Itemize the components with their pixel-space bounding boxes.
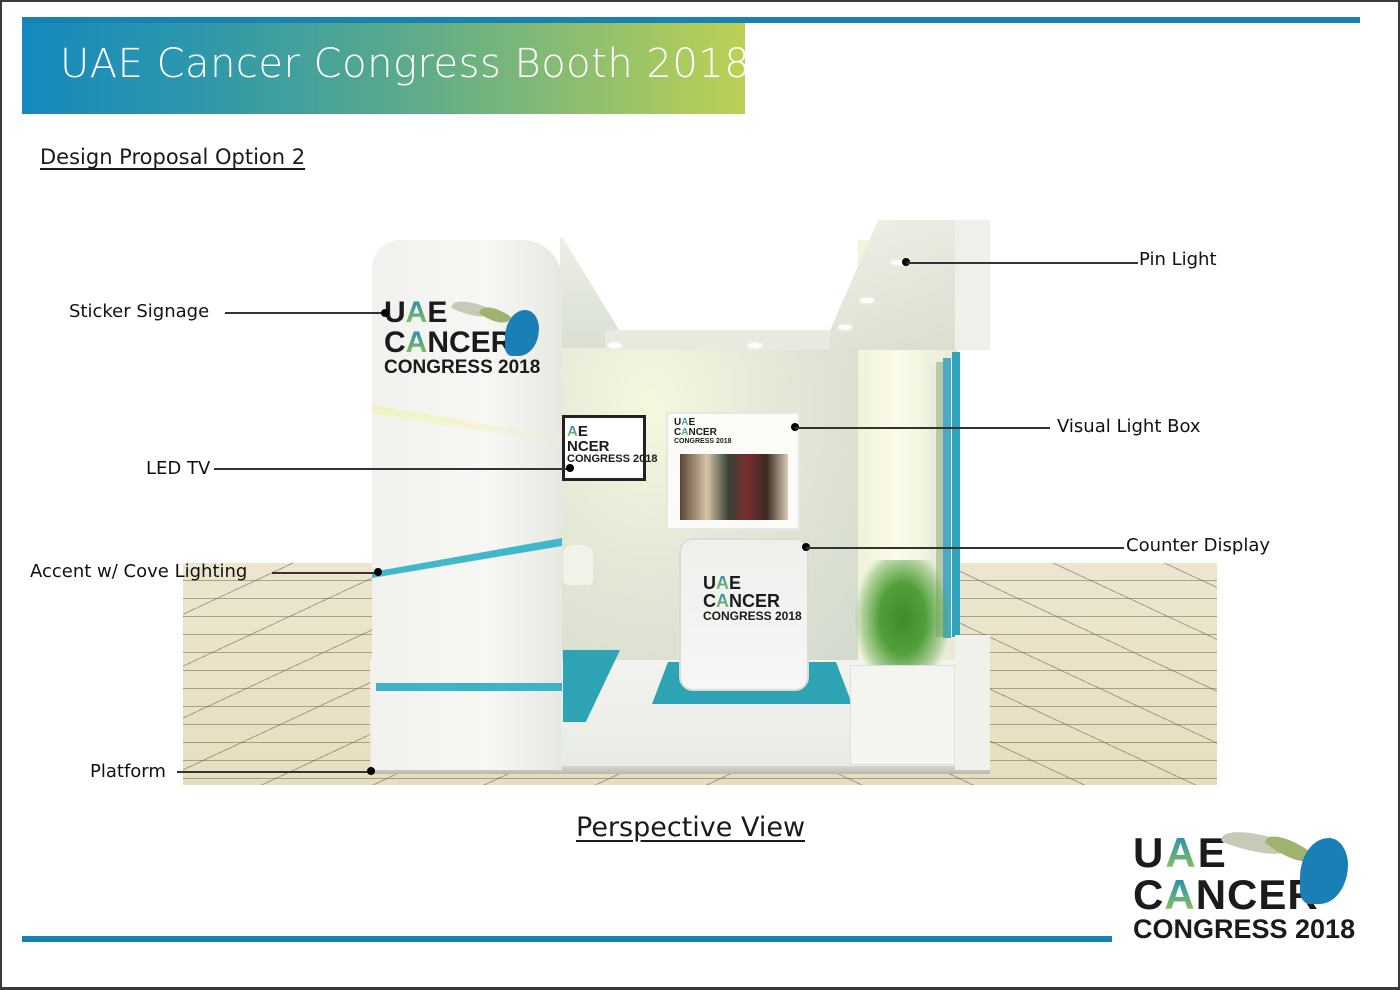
- callout-marker: [374, 568, 382, 576]
- callout-marker: [566, 464, 574, 472]
- planter-box: [850, 665, 955, 765]
- counter-display: UAE CANCER CONGRESS 2018: [679, 538, 809, 691]
- ceiling-soffit: [605, 330, 865, 350]
- callout-platform: Platform: [90, 761, 166, 782]
- leader-line: [177, 771, 372, 773]
- leader-line: [906, 262, 1138, 264]
- lightbox-photo: [680, 454, 788, 520]
- perspective-view-caption: Perspective View: [576, 812, 806, 843]
- sticker-signage-logo: UAE CANCER CONGRESS 2018: [384, 296, 541, 378]
- leader-line: [225, 312, 385, 314]
- title-banner: UAE Cancer Congress Booth 2018: [22, 23, 750, 114]
- lightbox-logo: UAE CANCER CONGRESS 2018: [674, 417, 732, 446]
- callout-sticker-signage: Sticker Signage: [69, 301, 210, 322]
- design-option-subtitle: Design Proposal Option 2: [40, 145, 306, 169]
- platform-edge: [370, 766, 990, 774]
- planter-end-panel: [955, 635, 990, 770]
- leader-line: [795, 427, 1050, 429]
- chair: [563, 545, 593, 585]
- top-rule: [22, 17, 1360, 23]
- page-title: UAE Cancer Congress Booth 2018: [60, 41, 751, 87]
- visual-light-box: UAE CANCER CONGRESS 2018: [666, 412, 800, 530]
- vertical-fin: [936, 362, 944, 637]
- accent-band: [376, 683, 562, 691]
- leader-line: [806, 547, 1124, 549]
- vertical-fin: [929, 365, 937, 635]
- bottom-rule: [22, 936, 1112, 942]
- booth-right-header: [955, 220, 990, 350]
- leader-line: [272, 572, 378, 574]
- callout-marker: [381, 309, 389, 317]
- pin-light: [860, 298, 874, 303]
- callout-marker: [367, 767, 375, 775]
- callout-counter-display: Counter Display: [1126, 535, 1270, 556]
- tv-logo: AE NCER CONGRESS 2018: [567, 423, 658, 465]
- counter-logo: UAE CANCER CONGRESS 2018: [703, 573, 802, 623]
- pin-light: [838, 325, 852, 330]
- pin-light: [608, 343, 622, 348]
- pin-light: [748, 343, 762, 348]
- brand-logo: UAE CANCER CONGRESS 2018: [1133, 829, 1356, 944]
- vertical-fin: [943, 358, 951, 638]
- callout-led-tv: LED TV: [146, 458, 211, 479]
- led-tv: AE NCER CONGRESS 2018: [562, 415, 657, 481]
- callout-accent-cove-lighting: Accent w/ Cove Lighting: [30, 561, 248, 582]
- callout-pin-light: Pin Light: [1139, 249, 1217, 270]
- leader-line: [214, 468, 570, 470]
- vertical-fin: [952, 352, 960, 637]
- callout-visual-light-box: Visual Light Box: [1057, 416, 1201, 437]
- pin-light: [891, 260, 905, 265]
